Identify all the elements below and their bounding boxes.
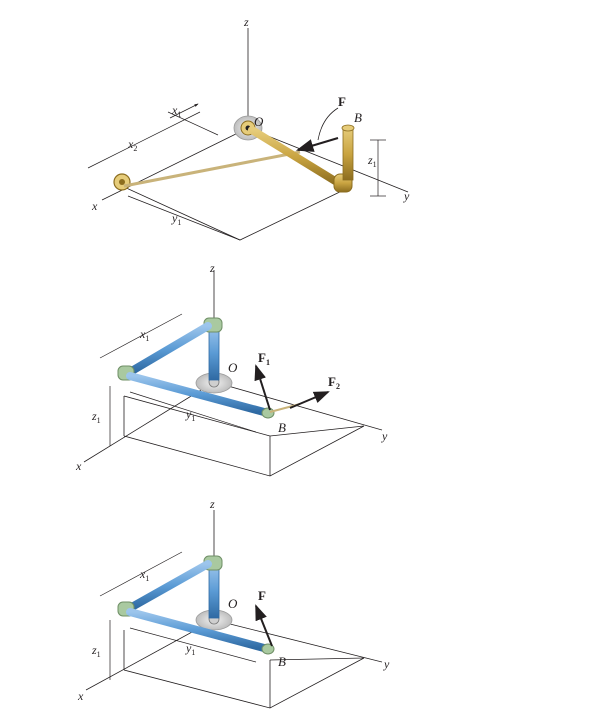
fig3-z-label: z bbox=[209, 497, 215, 511]
fig2-x-label: x bbox=[75, 459, 82, 473]
fig3-pipe-end bbox=[261, 643, 275, 655]
fig1-x1-label: x1 bbox=[171, 103, 181, 119]
fig2-y1-dimline bbox=[129, 391, 257, 433]
fig1-x1-dimline bbox=[169, 103, 199, 119]
fig2-force1-label: F1 bbox=[258, 350, 270, 367]
fig2-force2-label: F2 bbox=[328, 374, 340, 391]
fig1-pipe-horizontal bbox=[248, 126, 344, 188]
fig2-pipe-y-direction bbox=[126, 372, 268, 416]
fig2-x1-dimline bbox=[99, 313, 183, 359]
fig1-force-leader bbox=[317, 107, 339, 141]
fig2-y-label: y bbox=[381, 429, 388, 443]
fig3-y1-label: y1 bbox=[185, 641, 195, 657]
fig3-y-label: y bbox=[383, 657, 390, 671]
fig3-force-arrow bbox=[255, 604, 273, 647]
fig2-force2-arrow bbox=[289, 391, 330, 409]
fig3-force-label: F bbox=[258, 588, 266, 603]
fig2-y1-label: y1 bbox=[185, 407, 195, 423]
fig3-pipe-vertical bbox=[208, 563, 220, 619]
fig3-pipe-y-direction bbox=[126, 608, 268, 652]
fig1-floor-outline bbox=[121, 185, 349, 241]
fig1-x2-dimline bbox=[87, 111, 201, 169]
figure-1: z y x x1 x2 y1 z1 O bbox=[87, 15, 410, 241]
fig1-cable bbox=[123, 150, 301, 188]
fig1-force-label: F bbox=[338, 94, 346, 109]
fig3-floor-outline bbox=[123, 657, 365, 709]
fig3-origin-label: O bbox=[228, 596, 238, 611]
fig1-origin-label: O bbox=[254, 114, 264, 129]
fig3-x1-label: x1 bbox=[139, 567, 149, 583]
fig2-y-axis bbox=[213, 381, 383, 431]
fig1-x2-label: x2 bbox=[127, 137, 137, 153]
fig2-pipe-end bbox=[261, 407, 275, 419]
fig3-point-b-label: B bbox=[278, 654, 286, 669]
fig2-pipe-diagonal bbox=[126, 322, 212, 376]
fig1-pipe-top bbox=[341, 124, 355, 132]
figure-3: z y x x1 y1 z1 O B F bbox=[77, 497, 390, 709]
fig2-z-label: z bbox=[209, 261, 215, 275]
fig1-point-b-label: B bbox=[354, 110, 362, 125]
fig2-force1-arrow bbox=[254, 364, 271, 411]
fig2-x1-label: x1 bbox=[139, 327, 149, 343]
fig2-point-b-label: B bbox=[278, 420, 286, 435]
fig1-pipe-vertical bbox=[342, 127, 354, 181]
fig3-y-axis bbox=[213, 619, 383, 663]
fig2-floor-outline bbox=[123, 425, 365, 477]
fig3-x-label: x bbox=[77, 689, 84, 703]
fig1-x1-extension bbox=[167, 111, 219, 136]
fig3-z1-label: z1 bbox=[91, 643, 101, 659]
fig1-y-axis bbox=[247, 127, 409, 193]
fig1-y1-dimline bbox=[127, 195, 241, 241]
fig3-x1-dimline bbox=[99, 551, 183, 597]
fig2-z1-label: z1 bbox=[91, 409, 101, 425]
figure-2: z y x x1 y1 z1 O B bbox=[75, 261, 388, 477]
fig1-y-label: y bbox=[403, 189, 410, 203]
fig1-force-arrow bbox=[295, 136, 339, 152]
fig1-z-label: z bbox=[243, 15, 249, 29]
fig1-y1-label: y1 bbox=[171, 211, 181, 227]
fig1-x-label: x bbox=[91, 199, 98, 213]
fig2-pipe-vertical bbox=[208, 325, 220, 381]
fig1-z1-label: z1 bbox=[367, 153, 377, 169]
fig2-origin-label: O bbox=[228, 360, 238, 375]
fig3-pipe-diagonal bbox=[126, 560, 212, 612]
fig3-y1-dimline bbox=[129, 627, 257, 663]
